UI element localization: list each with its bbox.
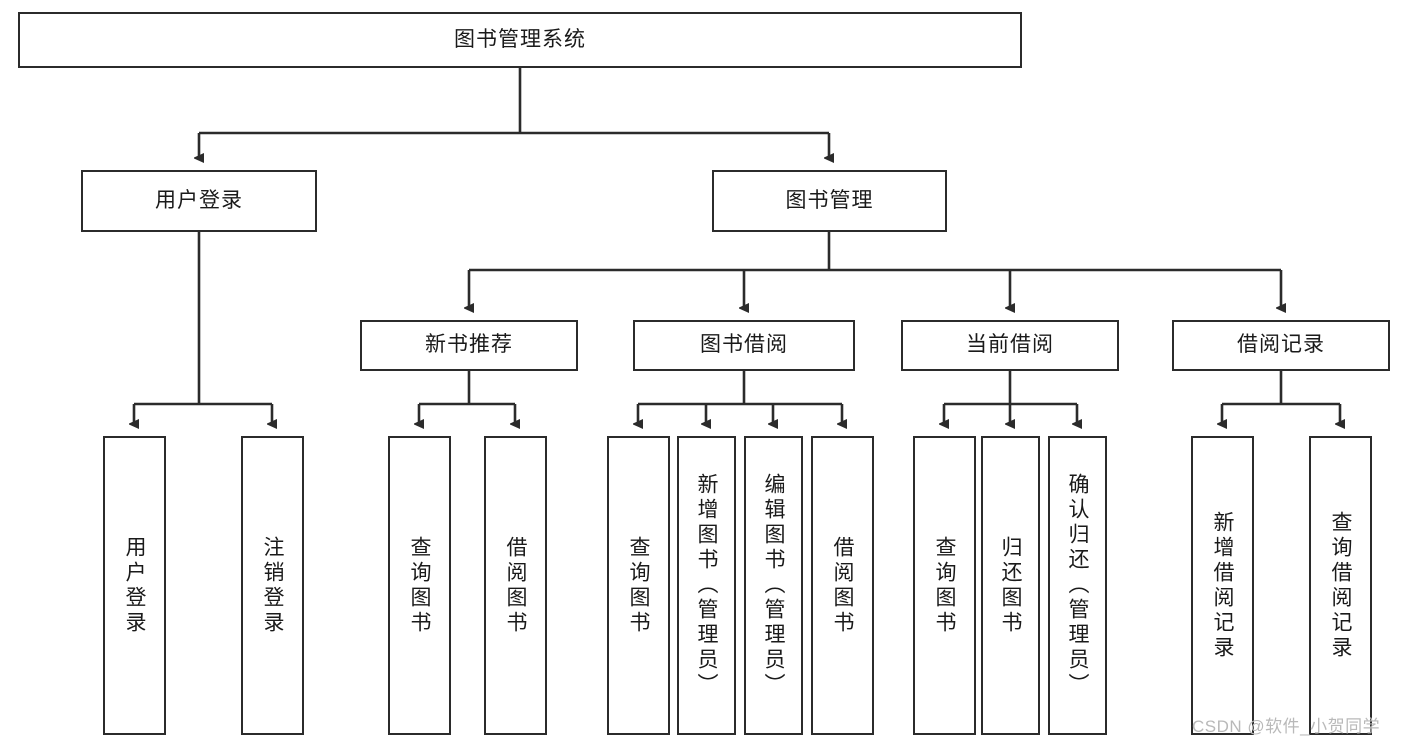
node-leaf-edit-book-label: 编辑图书（管理员） [762, 473, 785, 698]
node-leaf-borrow-book-2[interactable]: 借阅图书 [811, 436, 874, 735]
node-leaf-confirm-return-label: 确认归还（管理员） [1066, 473, 1089, 698]
node-user-login-label: 用户登录 [155, 188, 243, 212]
node-new-book-rec[interactable]: 新书推荐 [360, 320, 578, 371]
node-leaf-query-record-label: 查询借阅记录 [1329, 510, 1352, 661]
node-user-login[interactable]: 用户登录 [81, 170, 317, 232]
node-leaf-logout-label: 注销登录 [261, 535, 284, 636]
node-book-manage[interactable]: 图书管理 [712, 170, 947, 232]
node-book-borrow-label: 图书借阅 [700, 333, 788, 357]
node-leaf-add-book[interactable]: 新增图书（管理员） [677, 436, 736, 735]
node-leaf-edit-book[interactable]: 编辑图书（管理员） [744, 436, 803, 735]
node-leaf-query-book-2-label: 查询图书 [627, 535, 650, 636]
node-leaf-query-record[interactable]: 查询借阅记录 [1309, 436, 1372, 735]
node-leaf-query-book-3[interactable]: 查询图书 [913, 436, 976, 735]
node-current-borrow[interactable]: 当前借阅 [901, 320, 1119, 371]
node-leaf-return-book[interactable]: 归还图书 [981, 436, 1040, 735]
node-leaf-query-book-3-label: 查询图书 [933, 535, 956, 636]
node-borrow-record[interactable]: 借阅记录 [1172, 320, 1390, 371]
node-leaf-return-book-label: 归还图书 [999, 535, 1022, 636]
node-root-label: 图书管理系统 [454, 27, 586, 51]
node-leaf-borrow-book-2-label: 借阅图书 [831, 535, 854, 636]
node-current-borrow-label: 当前借阅 [966, 333, 1054, 357]
node-leaf-add-book-label: 新增图书（管理员） [695, 473, 718, 698]
edge-bookborrow-to-leaves [638, 371, 842, 424]
edge-bookmanage-to-level2 [469, 232, 1281, 308]
edge-userlogin-to-leaves [134, 232, 272, 424]
node-leaf-logout[interactable]: 注销登录 [241, 436, 304, 735]
node-new-book-rec-label: 新书推荐 [425, 333, 513, 357]
node-leaf-confirm-return[interactable]: 确认归还（管理员） [1048, 436, 1107, 735]
node-leaf-borrow-book-1-label: 借阅图书 [504, 535, 527, 636]
edge-currentborrow-to-leaves [944, 371, 1077, 424]
csdn-watermark: CSDN @软件_小贺同学 [1192, 717, 1381, 736]
node-leaf-borrow-book-1[interactable]: 借阅图书 [484, 436, 547, 735]
node-leaf-user-login[interactable]: 用户登录 [103, 436, 166, 735]
node-leaf-add-record[interactable]: 新增借阅记录 [1191, 436, 1254, 735]
node-leaf-add-record-label: 新增借阅记录 [1211, 510, 1234, 661]
node-borrow-record-label: 借阅记录 [1237, 333, 1325, 357]
node-leaf-query-book-1[interactable]: 查询图书 [388, 436, 451, 735]
edge-borrowrecord-to-leaves [1222, 371, 1340, 424]
node-leaf-query-book-1-label: 查询图书 [408, 535, 431, 636]
node-leaf-user-login-label: 用户登录 [123, 535, 146, 636]
node-leaf-query-book-2[interactable]: 查询图书 [607, 436, 670, 735]
edge-newbook-to-leaves [419, 371, 515, 424]
node-book-manage-label: 图书管理 [785, 188, 874, 212]
node-book-borrow[interactable]: 图书借阅 [633, 320, 855, 371]
edge-root-to-level1 [199, 68, 829, 158]
node-root[interactable]: 图书管理系统 [18, 12, 1022, 68]
